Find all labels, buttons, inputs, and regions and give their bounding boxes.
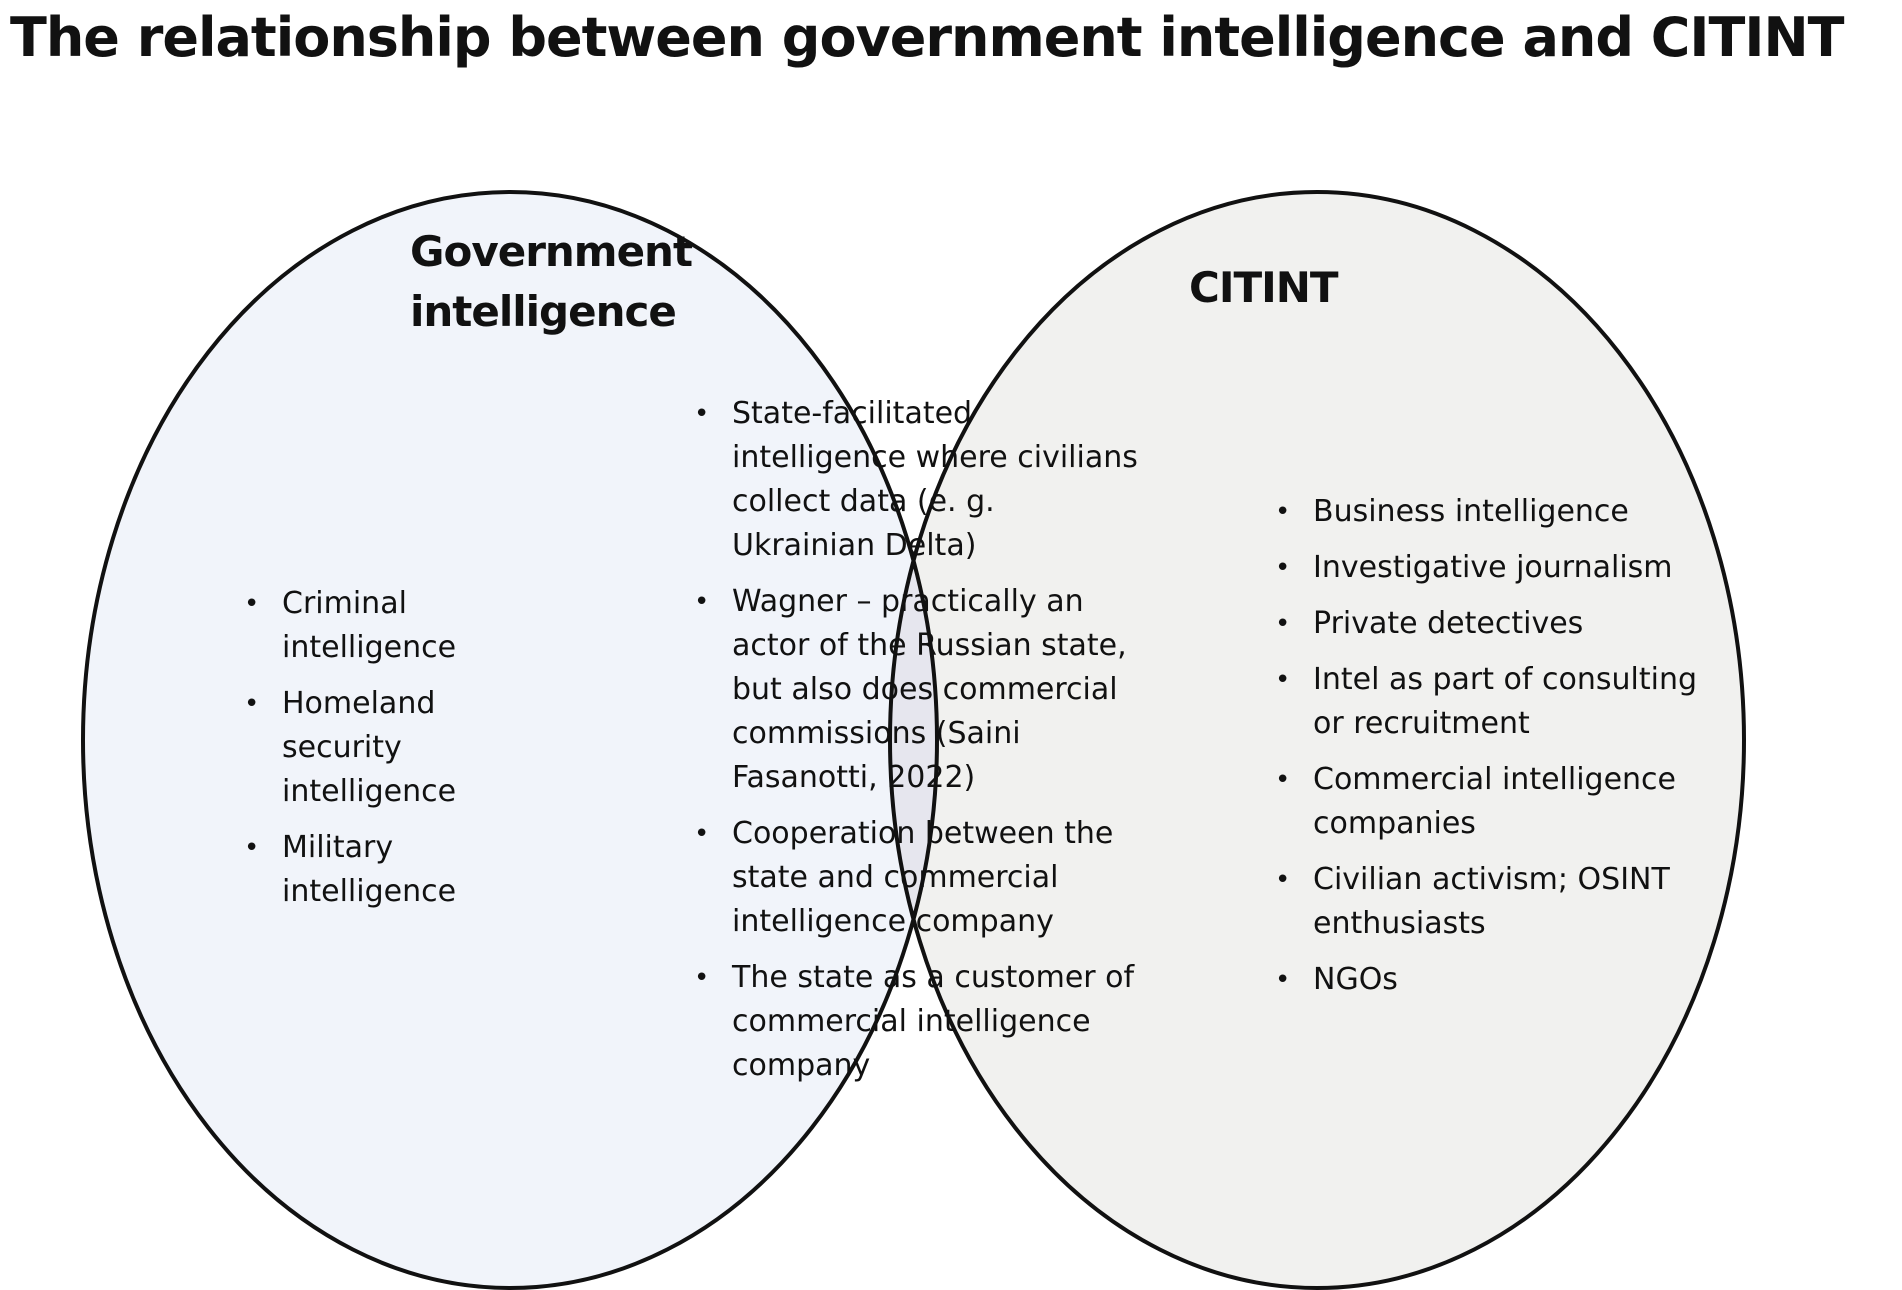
citint-label: CITINT bbox=[1189, 263, 1339, 312]
list-item: Private detectives bbox=[1275, 602, 1715, 646]
government-items-list: Criminal intelligence Homeland security … bbox=[244, 582, 514, 926]
list-item: Homeland security intelligence bbox=[244, 682, 514, 814]
citint-items-list: Business intelligence Investigative jour… bbox=[1275, 490, 1715, 1014]
list-item: State-facilitated intelligence where civ… bbox=[694, 392, 1144, 568]
list-item: Investigative journalism bbox=[1275, 546, 1715, 590]
list-item: Intel as part of consulting or recruitme… bbox=[1275, 658, 1715, 746]
diagram-title: The relationship between government inte… bbox=[10, 6, 1844, 69]
list-item: Criminal intelligence bbox=[244, 582, 514, 670]
government-label: Government intelligence bbox=[410, 222, 740, 342]
list-item: Commercial intelligence companies bbox=[1275, 758, 1715, 846]
list-item: Cooperation between the state and commer… bbox=[694, 812, 1144, 944]
list-item: Civilian activism; OSINT enthusiasts bbox=[1275, 858, 1715, 946]
list-item: Military intelligence bbox=[244, 826, 514, 914]
list-item: The state as a customer of commercial in… bbox=[694, 956, 1144, 1088]
government-label-line1: Government bbox=[410, 227, 693, 276]
list-item: Business intelligence bbox=[1275, 490, 1715, 534]
government-label-line2: intelligence bbox=[410, 287, 677, 336]
list-item: Wagner – practically an actor of the Rus… bbox=[694, 580, 1144, 800]
overlap-items-list: State-facilitated intelligence where civ… bbox=[694, 392, 1144, 1100]
list-item: NGOs bbox=[1275, 958, 1715, 1002]
